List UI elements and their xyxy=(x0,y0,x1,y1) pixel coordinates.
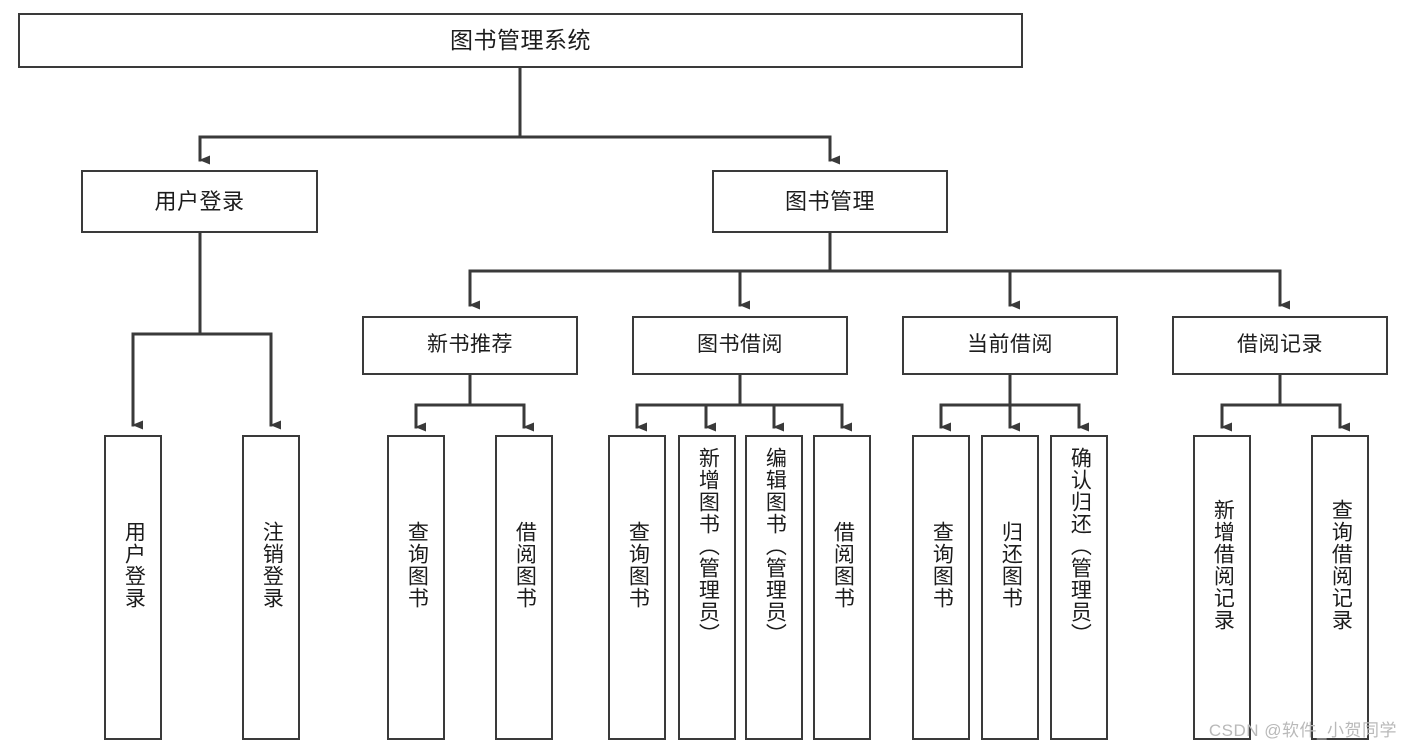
leaf-borrow-record-add-label: 新增借阅记录 xyxy=(1211,499,1235,631)
node-book-management[interactable]: 图书管理 xyxy=(712,170,948,233)
node-borrow-record-label: 借阅记录 xyxy=(1237,333,1323,357)
leaf-new-book-borrow[interactable]: 借阅图书 xyxy=(495,435,553,740)
leaf-current-borrow-query[interactable]: 查询图书 xyxy=(912,435,970,740)
node-user-login-label: 用户登录 xyxy=(154,188,245,214)
leaf-new-book-borrow-label: 借阅图书 xyxy=(513,521,537,609)
node-current-borrow-label: 当前借阅 xyxy=(967,333,1053,357)
node-book-borrow-label: 图书借阅 xyxy=(697,333,783,357)
node-borrow-record[interactable]: 借阅记录 xyxy=(1172,316,1388,375)
leaf-user-login-signout[interactable]: 注销登录 xyxy=(242,435,300,740)
leaf-book-borrow-edit-label: 编辑图书（管理员） xyxy=(763,447,787,645)
leaf-book-borrow-query-label: 查询图书 xyxy=(626,521,650,609)
leaf-borrow-record-add[interactable]: 新增借阅记录 xyxy=(1193,435,1251,740)
node-user-login[interactable]: 用户登录 xyxy=(81,170,318,233)
borrow-record-to-leaf-edges xyxy=(1220,373,1350,432)
book-manage-to-level3-edges xyxy=(468,231,1290,310)
node-new-book-recommend-label: 新书推荐 xyxy=(427,333,513,357)
root-to-level2-edges xyxy=(198,67,840,165)
leaf-book-borrow-add[interactable]: 新增图书（管理员） xyxy=(678,435,736,740)
leaf-borrow-record-query-label: 查询借阅记录 xyxy=(1329,499,1353,631)
leaf-current-borrow-return[interactable]: 归还图书 xyxy=(981,435,1039,740)
leaf-book-borrow-lend-label: 借阅图书 xyxy=(831,521,855,609)
current-borrow-to-leaf-edges xyxy=(939,373,1089,432)
node-book-management-label: 图书管理 xyxy=(784,188,875,214)
leaf-book-borrow-add-label: 新增图书（管理员） xyxy=(696,447,720,645)
leaf-user-login-signin[interactable]: 用户登录 xyxy=(104,435,162,740)
leaf-current-borrow-confirm-label: 确认归还（管理员） xyxy=(1068,447,1092,645)
leaf-book-borrow-query[interactable]: 查询图书 xyxy=(608,435,666,740)
leaf-borrow-record-query[interactable]: 查询借阅记录 xyxy=(1311,435,1369,740)
node-new-book-recommend[interactable]: 新书推荐 xyxy=(362,316,578,375)
leaf-new-book-query[interactable]: 查询图书 xyxy=(387,435,445,740)
leaf-user-login-signout-label: 注销登录 xyxy=(260,521,284,609)
user-login-to-leaf-edges xyxy=(131,231,281,430)
leaf-book-borrow-edit[interactable]: 编辑图书（管理员） xyxy=(745,435,803,740)
leaf-current-borrow-query-label: 查询图书 xyxy=(930,521,954,609)
node-current-borrow[interactable]: 当前借阅 xyxy=(902,316,1118,375)
book-borrow-to-leaf-edges xyxy=(635,373,852,432)
leaf-new-book-query-label: 查询图书 xyxy=(405,521,429,609)
leaf-book-borrow-lend[interactable]: 借阅图书 xyxy=(813,435,871,740)
node-root-system-label: 图书管理系统 xyxy=(450,27,591,54)
leaf-user-login-signin-label: 用户登录 xyxy=(122,521,146,609)
node-root-system[interactable]: 图书管理系统 xyxy=(18,13,1023,68)
node-book-borrow[interactable]: 图书借阅 xyxy=(632,316,848,375)
leaf-current-borrow-return-label: 归还图书 xyxy=(999,521,1023,609)
new-book-to-leaf-edges xyxy=(414,373,534,432)
leaf-current-borrow-confirm[interactable]: 确认归还（管理员） xyxy=(1050,435,1108,740)
watermark-text: CSDN @软件_小贺同学 xyxy=(1208,721,1397,740)
